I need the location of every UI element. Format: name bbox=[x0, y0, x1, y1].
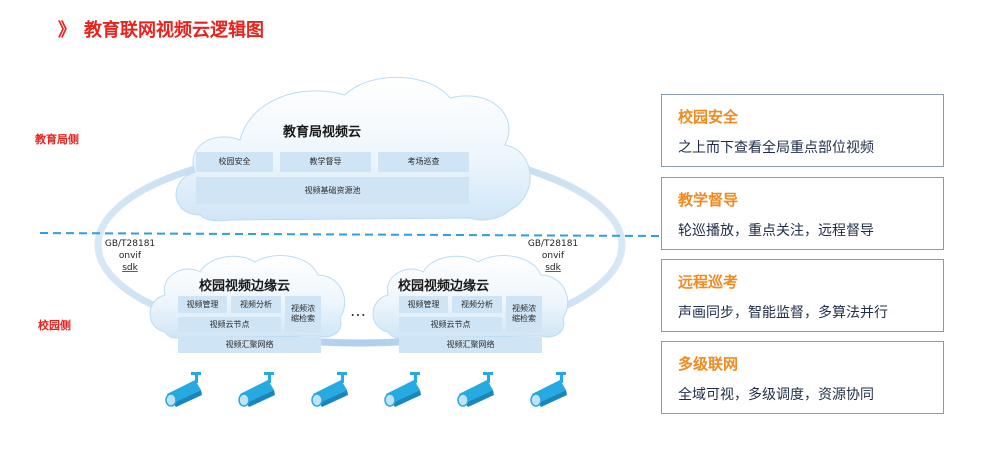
feature-card-teaching-supervision: 教学督导 轮巡播放，重点关注，远程督导 bbox=[661, 177, 944, 250]
edge-1-video-management: 视频管理 bbox=[178, 296, 227, 313]
card-title: 多级联网 bbox=[678, 355, 739, 373]
card-text: 之上而下查看全局重点部位视频 bbox=[678, 140, 874, 156]
cctv-camera-icon bbox=[457, 372, 499, 412]
protocol-sdk: sdk bbox=[545, 263, 561, 274]
feature-card-campus-safety: 校园安全 之上而下查看全局重点部位视频 bbox=[661, 94, 944, 167]
cctv-camera-icon bbox=[165, 372, 207, 412]
edge-cloud-2-title: 校园视频边缘云 bbox=[398, 279, 490, 294]
title-chevron-icon: 》 bbox=[58, 20, 76, 41]
zone-divider-line bbox=[39, 232, 661, 237]
edge-2-aggregation-network: 视频汇聚网络 bbox=[399, 337, 542, 353]
page-title: 》教育联网视频云逻辑图 bbox=[58, 16, 264, 42]
edge-1-video-analysis: 视频分析 bbox=[231, 296, 281, 313]
card-text: 全域可视，多级调度，资源协同 bbox=[678, 387, 874, 403]
card-title: 教学督导 bbox=[678, 191, 739, 209]
campus-side-label: 校园侧 bbox=[38, 319, 71, 332]
edge-2-condense-search: 视频浓缩检索 bbox=[506, 296, 542, 332]
bureau-cloud-title: 教育局视频云 bbox=[283, 125, 362, 140]
edge-2-cloud-node: 视频云节点 bbox=[399, 317, 502, 332]
protocol-gb: GB/T28181 bbox=[104, 239, 156, 249]
feature-card-remote-exam: 远程巡考 声画同步，智能监督，多算法并行 bbox=[661, 259, 944, 332]
video-resource-pool: 视频基础资源池 bbox=[196, 177, 469, 204]
protocol-labels-right: GB/T28181 onvif sdk bbox=[523, 238, 583, 274]
protocol-sdk: sdk bbox=[122, 263, 138, 274]
cctv-camera-icon bbox=[384, 372, 426, 412]
protocol-labels-left: GB/T28181 onvif sdk bbox=[100, 238, 160, 274]
edge-1-aggregation-network: 视频汇聚网络 bbox=[178, 337, 321, 353]
cctv-camera-icon bbox=[311, 372, 353, 412]
bureau-side-label: 教育局侧 bbox=[35, 133, 79, 146]
protocol-gb: GB/T28181 bbox=[527, 239, 579, 249]
module-campus-safety: 校园安全 bbox=[196, 152, 273, 172]
card-text: 轮巡播放，重点关注，远程督导 bbox=[678, 223, 874, 239]
more-clouds-ellipsis: … bbox=[350, 301, 367, 320]
module-exam-patrol: 考场巡查 bbox=[378, 152, 469, 172]
edge-2-video-analysis: 视频分析 bbox=[452, 296, 502, 313]
edge-1-cloud-node: 视频云节点 bbox=[178, 317, 281, 332]
cctv-camera-icon bbox=[530, 372, 572, 412]
cctv-camera-icon bbox=[238, 372, 280, 412]
edge-cloud-1-title: 校园视频边缘云 bbox=[199, 279, 291, 294]
title-text: 教育联网视频云逻辑图 bbox=[84, 20, 264, 41]
edge-2-video-management: 视频管理 bbox=[399, 296, 448, 313]
edge-1-condense-search: 视频浓缩检索 bbox=[285, 296, 321, 332]
protocol-onvif: onvif bbox=[118, 251, 142, 262]
card-title: 远程巡考 bbox=[678, 273, 739, 291]
card-title: 校园安全 bbox=[678, 108, 739, 126]
module-teaching-supervision: 教学督导 bbox=[280, 152, 371, 172]
card-text: 声画同步，智能监督，多算法并行 bbox=[678, 305, 888, 321]
feature-card-multilevel-network: 多级联网 全域可视，多级调度，资源协同 bbox=[661, 341, 944, 414]
protocol-onvif: onvif bbox=[541, 251, 565, 262]
